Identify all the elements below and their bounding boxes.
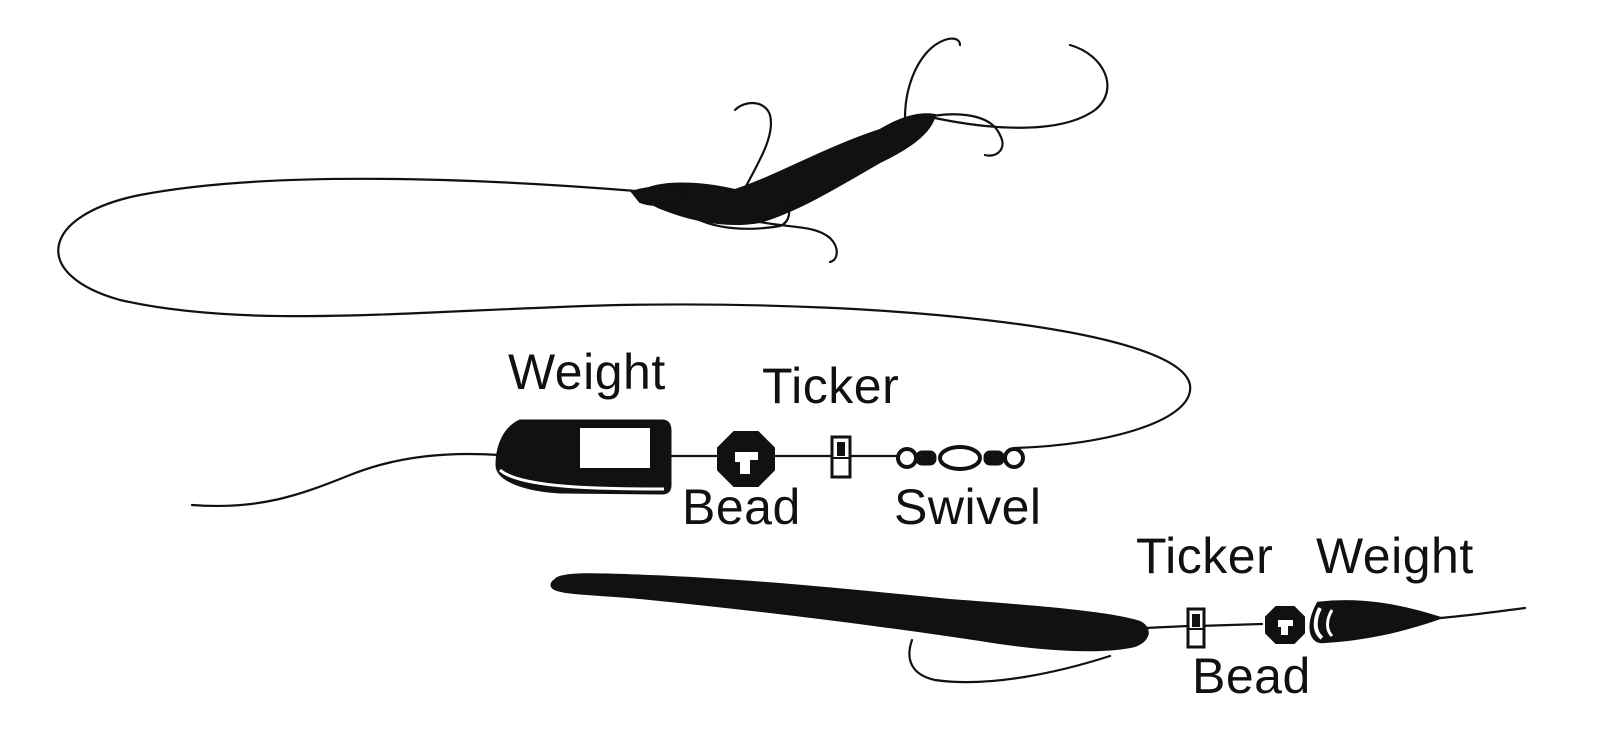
ticker-icon [1186, 607, 1206, 649]
swivel-icon [896, 445, 1025, 471]
rig-line-segment [1143, 624, 1190, 630]
bead-icon [1265, 606, 1305, 644]
leader-line [57, 177, 1192, 450]
swivel-label: Swivel [894, 479, 1041, 535]
ticker-icon [830, 435, 852, 479]
worm-rig: Ticker Weight Bead [550, 528, 1527, 704]
lizard-lure-icon [630, 37, 1109, 264]
plastic-worm-icon [550, 573, 1149, 684]
ticker-label: Ticker [1136, 528, 1273, 584]
main-line [190, 452, 502, 508]
bullet-weight-icon [1309, 600, 1444, 644]
bullet-weight-icon [495, 419, 672, 495]
bead-label: Bead [682, 479, 801, 535]
lizard-rig: Weight Ticker Bead Swivel [57, 37, 1192, 535]
weight-label: Weight [1316, 528, 1474, 584]
bead-icon [717, 431, 775, 487]
weight-label: Weight [508, 344, 666, 400]
main-line [1438, 606, 1527, 620]
rig-line-segment [1196, 622, 1264, 628]
ticker-label: Ticker [762, 358, 899, 414]
bead-label: Bead [1192, 648, 1311, 704]
